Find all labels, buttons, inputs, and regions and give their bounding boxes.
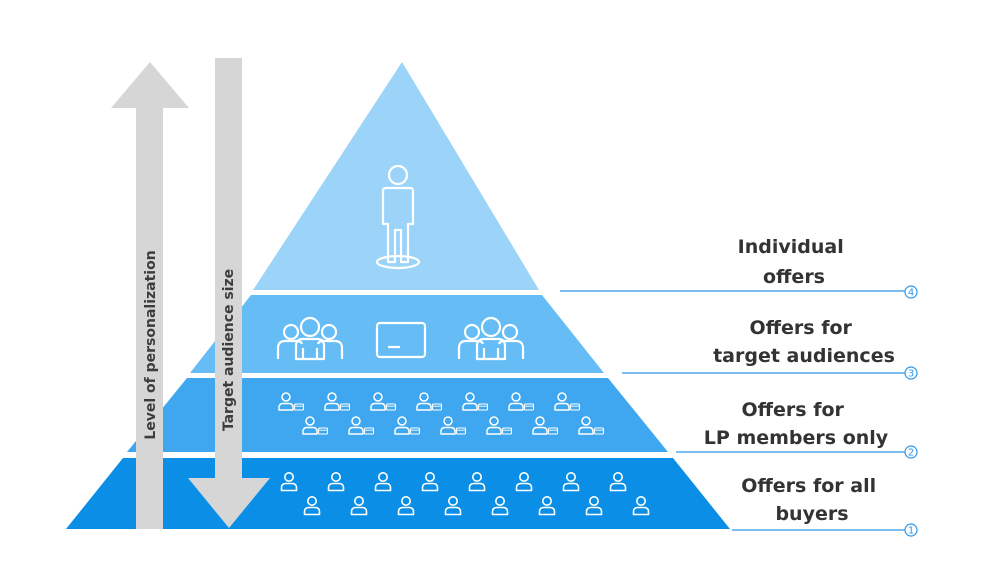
single-person-on-pedestal-icon bbox=[375, 164, 421, 270]
card-icon bbox=[375, 321, 427, 359]
personalization-arrow: Level of personalization bbox=[111, 62, 189, 529]
tier-3-label: Offers for target audiences bbox=[713, 317, 895, 367]
tier-leaders: 4 3 2 1 bbox=[560, 285, 918, 537]
tier-4-label: Individual offers bbox=[738, 236, 851, 288]
pyramid-tier-2 bbox=[127, 378, 668, 452]
tier-labels: Individual offers Offers for target audi… bbox=[704, 236, 895, 525]
tier-4-number: 4 bbox=[908, 288, 914, 299]
pyramid-tier-3 bbox=[190, 295, 604, 373]
tier-3-number: 3 bbox=[908, 369, 914, 380]
tier-1-label: Offers for all buyers bbox=[741, 475, 883, 525]
audience-size-arrow: Target audience size bbox=[188, 58, 270, 528]
audience-size-arrow-label: Target audience size bbox=[221, 269, 237, 431]
pyramid-tier-1 bbox=[66, 458, 730, 529]
tier-2-label: Offers for LP members only bbox=[704, 399, 889, 449]
leader-tier-4: 4 bbox=[560, 285, 918, 299]
personalization-arrow-label: Level of personalization bbox=[143, 250, 159, 439]
leader-tier-2: 2 bbox=[676, 445, 918, 459]
pyramid-tier-4 bbox=[253, 62, 539, 290]
leader-tier-1: 1 bbox=[732, 523, 918, 537]
tier-2-number: 2 bbox=[908, 448, 914, 459]
tier-1-number: 1 bbox=[908, 526, 914, 537]
pyramid bbox=[66, 62, 730, 529]
leader-tier-3: 3 bbox=[622, 366, 918, 380]
group-and-card-icons bbox=[276, 316, 525, 361]
